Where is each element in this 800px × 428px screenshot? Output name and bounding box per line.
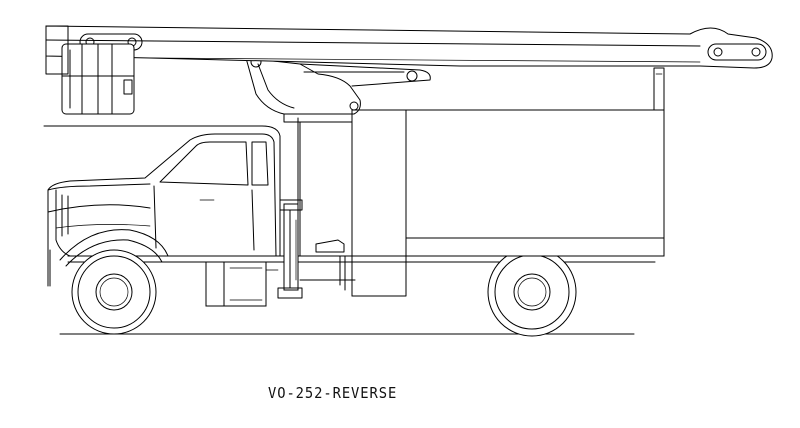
boom [45,25,773,69]
front-wheel [71,249,157,335]
bucket [45,25,135,115]
utility-body [351,109,665,297]
turret-linkage [245,56,431,115]
fuel-tank [205,261,279,307]
drawing-caption: VO-252-REVERSE [268,384,398,402]
boom-rest [653,67,665,111]
step-box [315,239,345,253]
truck-cab [43,125,281,287]
rear-wheel [487,247,577,337]
